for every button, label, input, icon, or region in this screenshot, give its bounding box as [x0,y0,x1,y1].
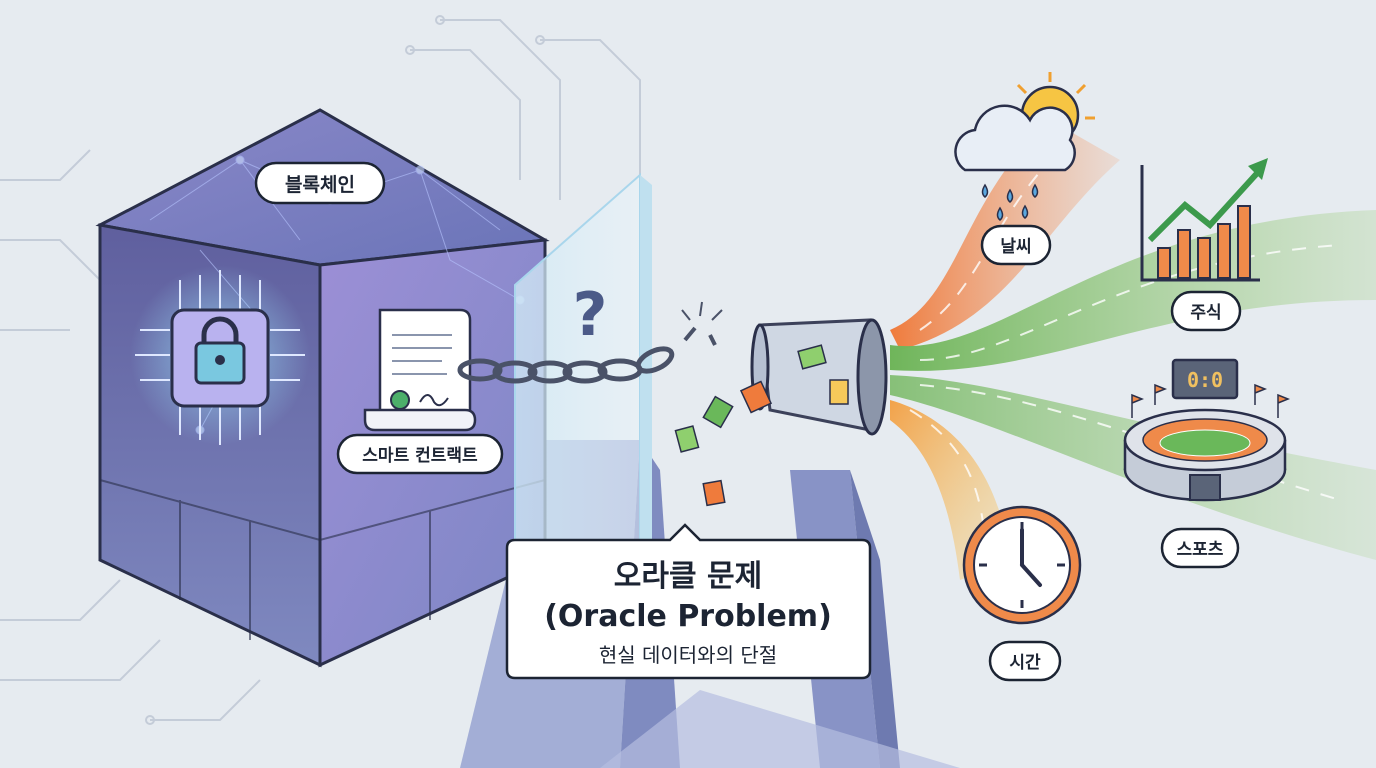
smart-contract-document-icon [363,308,477,432]
weather-label: 날씨 [980,224,1052,266]
oracle-problem-subtitle: (Oracle Problem) [544,599,832,634]
time-label: 시간 [988,640,1062,682]
sports-label: 스포츠 [1160,527,1240,569]
scoreboard-score: 0:0 [1187,368,1223,392]
broken-chain-icon [457,301,723,384]
question-mark: ? [573,280,608,350]
lock-chip-icon [130,265,310,445]
circuit-lines [0,15,641,725]
oracle-problem-callout: 오라클 문제 (Oracle Problem) 현실 데이터와의 단절 [505,523,872,680]
oracle-problem-title: 오라클 문제 [614,559,762,594]
smart-contract-label-text: 스마트 컨트랙트 [362,446,478,466]
blockchain-cube [95,108,550,668]
data-container-icon [739,318,888,436]
weather-label-text: 날씨 [1000,237,1031,257]
data-streams [890,120,1376,580]
stadium-icon: 0:0 [1123,358,1291,502]
stock-chart-icon [1140,158,1268,282]
smart-contract-label: 스마트 컨트랙트 [336,433,504,475]
oracle-problem-description: 현실 데이터와의 단절 [599,643,777,667]
falling-data-pieces [674,395,734,507]
blockchain-label-text: 블록체인 [285,174,355,196]
weather-icon [954,72,1095,221]
stock-label: 주식 [1170,290,1242,332]
time-label-text: 시간 [1009,653,1041,673]
stock-label-text: 주식 [1190,303,1221,323]
clock-icon [962,505,1082,625]
sports-label-text: 스포츠 [1177,540,1224,560]
blockchain-label: 블록체인 [254,161,386,205]
